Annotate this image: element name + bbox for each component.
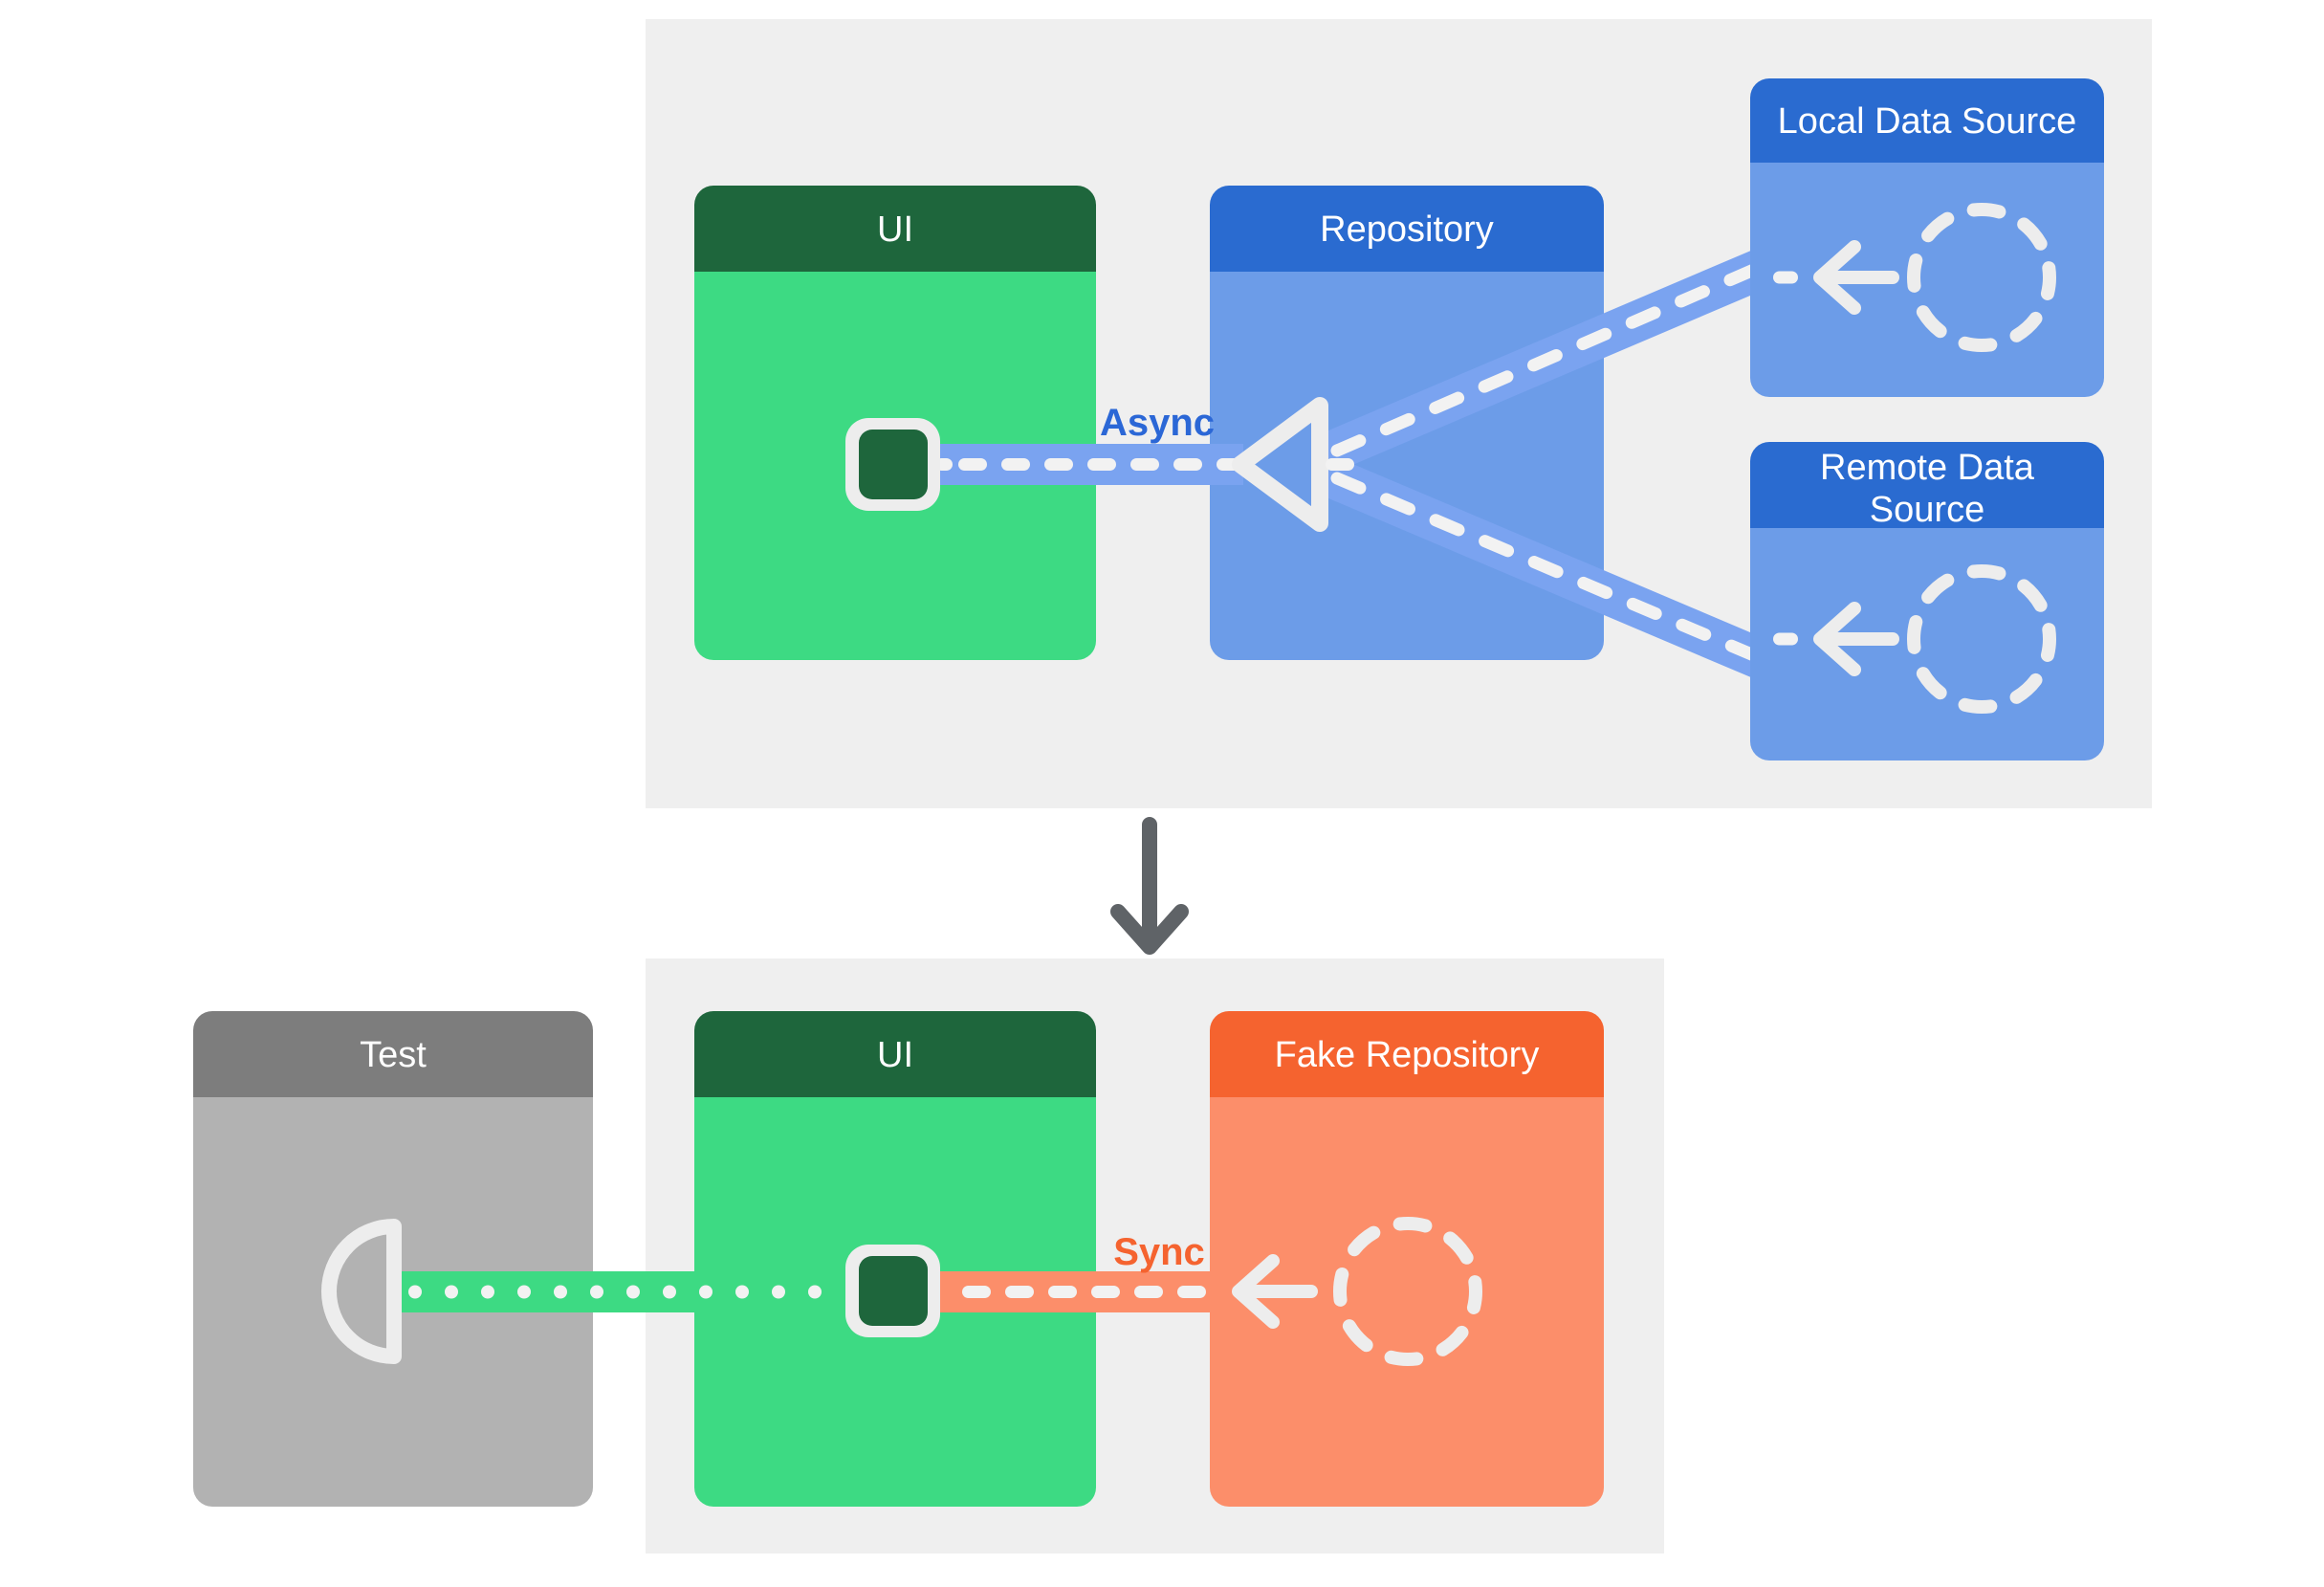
band-dashes bbox=[1330, 472, 1763, 663]
left-arrow-icon bbox=[1813, 240, 1899, 315]
fake-repository-flow bbox=[1232, 1217, 1482, 1366]
band-dot bbox=[445, 1285, 458, 1299]
phone-screen-icon bbox=[845, 1245, 940, 1337]
band-dash bbox=[1177, 1286, 1206, 1298]
band-dash bbox=[1048, 1286, 1077, 1298]
local-source-flow bbox=[1773, 203, 2056, 352]
repo-remote-band bbox=[1283, 441, 1776, 681]
band-dash bbox=[1773, 271, 1798, 284]
test-ui-band bbox=[386, 1271, 847, 1312]
band-dash bbox=[1044, 458, 1073, 471]
screen-fill bbox=[859, 430, 928, 499]
band-dash bbox=[1173, 458, 1202, 471]
band-dot bbox=[735, 1285, 749, 1299]
band-dash bbox=[1130, 458, 1159, 471]
band-dot bbox=[554, 1285, 567, 1299]
band-dash bbox=[962, 1286, 991, 1298]
sync-label: Sync bbox=[1113, 1231, 1205, 1273]
band-dot bbox=[590, 1285, 603, 1299]
box-fake-repository: Fake Repository bbox=[1210, 1011, 1604, 1507]
band-dashes bbox=[1330, 262, 1763, 457]
screen-fill bbox=[859, 1256, 928, 1326]
remote-source-flow bbox=[1773, 564, 2056, 714]
box-title-line: Remote Data bbox=[1820, 448, 2035, 488]
band-dash bbox=[1091, 1286, 1120, 1298]
arrow-head bbox=[1110, 904, 1189, 955]
band-dot bbox=[808, 1285, 822, 1299]
box-title: Fake Repository bbox=[1275, 1035, 1540, 1075]
async-label: Async bbox=[1100, 402, 1215, 444]
band-dash bbox=[1773, 632, 1798, 646]
band-dash bbox=[1087, 458, 1116, 471]
box-header bbox=[694, 186, 1096, 272]
box-title: UI bbox=[877, 1035, 913, 1075]
box-title: Repository bbox=[1320, 209, 1494, 250]
band-dot bbox=[772, 1285, 785, 1299]
band-dash bbox=[1005, 1286, 1034, 1298]
band-dash bbox=[1134, 1286, 1163, 1298]
left-arrow-icon bbox=[1813, 602, 1899, 676]
box-header bbox=[694, 1011, 1096, 1097]
dashed-circle-icon bbox=[1907, 203, 2056, 352]
band-dash bbox=[1001, 458, 1030, 471]
band-dot bbox=[626, 1285, 640, 1299]
box-body bbox=[1210, 1097, 1604, 1507]
band-dot bbox=[517, 1285, 531, 1299]
box-header bbox=[1210, 1011, 1604, 1097]
phone-screen-icon bbox=[845, 418, 940, 511]
left-arrow-icon bbox=[1232, 1254, 1318, 1329]
box-title: Test bbox=[360, 1035, 427, 1075]
socket-icon bbox=[321, 1219, 402, 1364]
band-dash bbox=[1326, 458, 1354, 471]
box-title: UI bbox=[877, 209, 913, 250]
box-header bbox=[1750, 78, 2104, 163]
band-dot bbox=[408, 1285, 422, 1299]
band-dash bbox=[958, 458, 987, 471]
triangle-arrowhead-icon bbox=[1232, 397, 1328, 532]
box-header bbox=[193, 1011, 593, 1097]
band bbox=[386, 1271, 847, 1312]
box-title: Local Data Source bbox=[1778, 101, 2077, 142]
dashed-circle-icon bbox=[1907, 564, 2056, 714]
band-dot bbox=[699, 1285, 713, 1299]
dashed-circle-icon bbox=[1333, 1217, 1482, 1366]
ui-repository-band bbox=[932, 444, 1245, 485]
band-dot bbox=[663, 1285, 676, 1299]
box-title-line: Source bbox=[1870, 490, 1984, 530]
box-header bbox=[1750, 442, 2104, 528]
repo-local-band bbox=[1283, 247, 1776, 488]
band-dot bbox=[481, 1285, 494, 1299]
down-arrow-icon bbox=[1110, 817, 1189, 955]
box-header bbox=[1210, 186, 1604, 272]
